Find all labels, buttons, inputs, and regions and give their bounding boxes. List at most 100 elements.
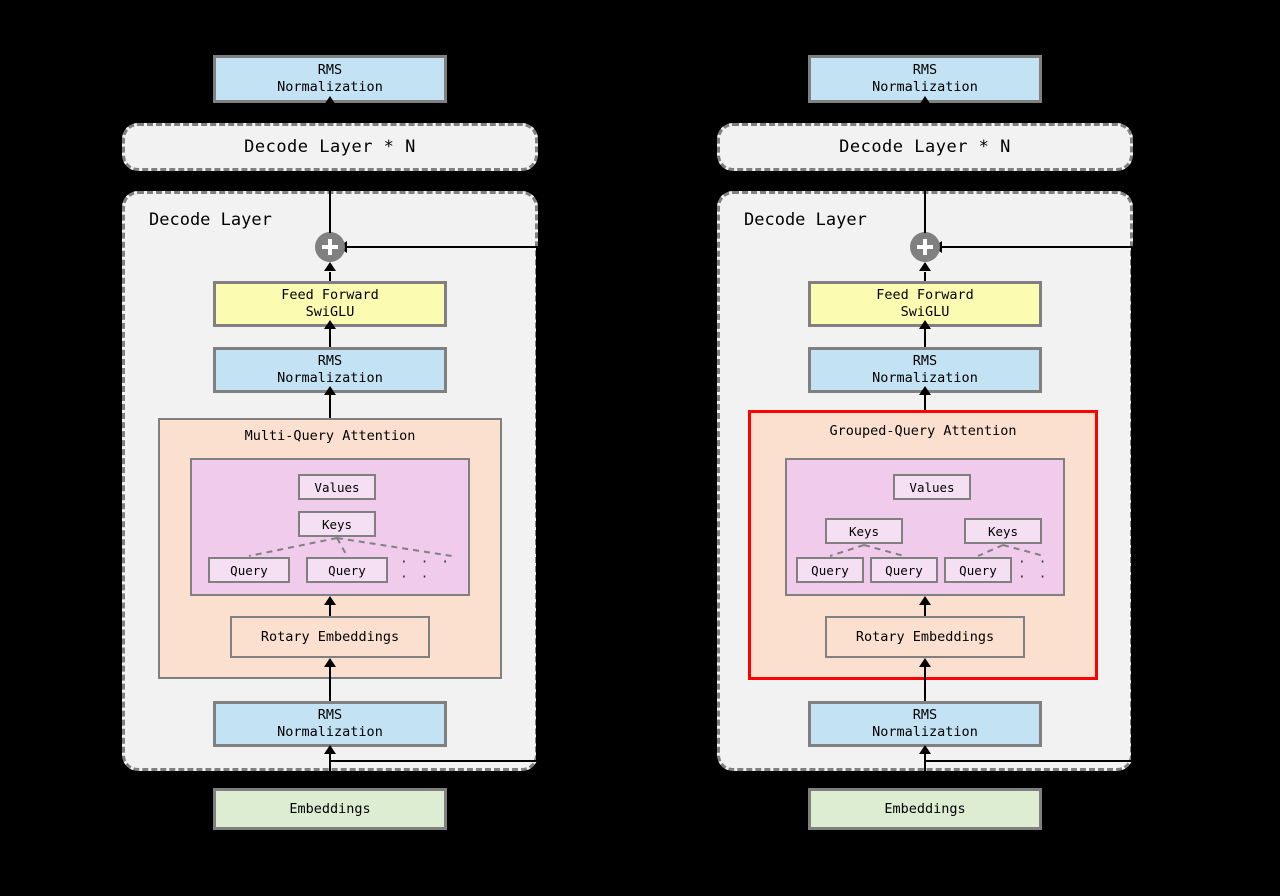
- connector-stack-to-top-norm: [924, 103, 926, 123]
- post-attention-rms-box: RMS Normalization: [808, 347, 1042, 393]
- arrowhead-prenorm: [919, 745, 931, 754]
- connector-plus-to-layer-top: [924, 191, 926, 233]
- connector-attn-to-norm: [329, 393, 331, 418]
- key-query-links: [248, 537, 453, 557]
- connector-norm-to-ffn: [924, 327, 926, 347]
- diagram-grouped-query-attention: RMS Normalization Decode Layer * N Decod…: [640, 0, 1280, 896]
- embeddings-label: Embeddings: [884, 800, 966, 817]
- query-label: Query: [811, 562, 849, 578]
- keys-box-1: Keys: [298, 511, 376, 537]
- pre-attention-rms-label: RMS Normalization: [872, 707, 978, 740]
- query-box-1: Query: [796, 557, 864, 583]
- values-label: Values: [314, 479, 360, 495]
- connector-attn-to-norm: [924, 393, 926, 418]
- post-attention-rms-label: RMS Normalization: [277, 353, 383, 386]
- pre-attention-rms-box: RMS Normalization: [213, 701, 447, 747]
- query-ellipsis: · · · ·: [1018, 555, 1049, 585]
- connector-plus-to-layer-top: [329, 191, 331, 233]
- arrowhead-embeddings-split: [324, 781, 336, 790]
- residual-top-segment: [940, 246, 1133, 248]
- pre-attention-rms-box: RMS Normalization: [808, 701, 1042, 747]
- residual-bottom-segment: [329, 760, 538, 762]
- decode-layer-label: Decode Layer: [149, 210, 272, 230]
- values-box: Values: [893, 474, 971, 500]
- arrowhead-plus: [919, 262, 931, 271]
- top-rms-normalization-box: RMS Normalization: [808, 55, 1042, 103]
- diagram-multi-query-attention: RMS Normalization Decode Layer * N Decod…: [122, 55, 538, 830]
- residual-add-node: [315, 232, 345, 262]
- attention-block-title: Multi-Query Attention: [244, 428, 416, 444]
- rotary-embeddings-label: Rotary Embeddings: [260, 629, 400, 645]
- arrowhead-qkv: [919, 596, 931, 605]
- top-rms-normalization-box: RMS Normalization: [213, 55, 447, 103]
- arrowhead-prenorm: [324, 745, 336, 754]
- attention-block-title: Grouped-Query Attention: [829, 423, 1017, 439]
- connector-norm-to-ffn: [329, 327, 331, 347]
- connector-norm-to-rotary: [329, 666, 331, 688]
- residual-right-segment: [1131, 246, 1133, 762]
- arrowhead-embeddings-split: [919, 781, 931, 790]
- rotary-embeddings-label: Rotary Embeddings: [855, 629, 995, 645]
- connector-ffn-to-plus: [329, 272, 331, 286]
- key-query-links: [829, 544, 1045, 557]
- embeddings-label: Embeddings: [289, 800, 371, 817]
- query-box-1: Query: [208, 557, 290, 583]
- feed-forward-label: Feed Forward SwiGLU: [876, 287, 974, 320]
- residual-bottom-segment: [924, 760, 1133, 762]
- keys-label: Keys: [321, 516, 353, 532]
- feed-forward-box: Feed Forward SwiGLU: [808, 281, 1042, 327]
- connector-ffn-to-plus: [924, 272, 926, 286]
- keys-box-2: Keys: [964, 518, 1042, 544]
- arrowhead-post-norm: [324, 386, 336, 395]
- residual-add-node: [910, 232, 940, 262]
- arrowhead-top-norm: [919, 96, 931, 105]
- arrowhead-rotary: [324, 658, 336, 667]
- residual-top-segment: [345, 246, 538, 248]
- arrowhead-ffn: [919, 320, 931, 329]
- values-box: Values: [298, 474, 376, 500]
- arrowhead-ffn: [324, 320, 336, 329]
- connector-layer-to-stack: [924, 171, 926, 191]
- post-attention-rms-label: RMS Normalization: [872, 353, 978, 386]
- post-attention-rms-box: RMS Normalization: [213, 347, 447, 393]
- arrowhead-plus: [324, 262, 336, 271]
- rotary-embeddings-box: Rotary Embeddings: [230, 616, 430, 658]
- arrowhead-rotary: [919, 658, 931, 667]
- keys-box-1: Keys: [825, 518, 903, 544]
- top-rms-normalization-label: RMS Normalization: [277, 62, 383, 95]
- decode-layer-stack-container: Decode Layer * N: [717, 123, 1133, 171]
- top-rms-normalization-label: RMS Normalization: [872, 62, 978, 95]
- connector-embeddings-to-prenorm: [924, 752, 926, 790]
- decode-layer-stack-label: Decode Layer * N: [244, 137, 416, 157]
- query-label: Query: [959, 562, 997, 578]
- query-box-2: Query: [306, 557, 388, 583]
- decode-layer-label: Decode Layer: [744, 210, 867, 230]
- connector-stack-to-top-norm: [329, 103, 331, 123]
- connector-prenorm-to-attn: [924, 680, 926, 701]
- rotary-embeddings-box: Rotary Embeddings: [825, 616, 1025, 658]
- query-box-2: Query: [870, 557, 938, 583]
- keys-label: Keys: [848, 523, 880, 539]
- decode-layer-stack-label: Decode Layer * N: [839, 137, 1011, 157]
- query-label: Query: [885, 562, 923, 578]
- embeddings-box: Embeddings: [213, 788, 447, 830]
- connector-prenorm-to-attn: [329, 679, 331, 701]
- query-box-3: Query: [944, 557, 1012, 583]
- query-ellipsis: · · · · ·: [400, 555, 452, 585]
- query-label: Query: [230, 562, 268, 578]
- connector-rotary-to-qkv: [924, 604, 926, 622]
- query-label: Query: [328, 562, 366, 578]
- connector-embeddings-to-prenorm: [329, 752, 331, 790]
- keys-label: Keys: [987, 523, 1019, 539]
- pre-attention-rms-label: RMS Normalization: [277, 707, 383, 740]
- connector-rotary-to-qkv: [329, 604, 331, 622]
- residual-right-segment: [536, 246, 538, 762]
- arrowhead-top-norm: [324, 96, 336, 105]
- decode-layer-stack-container: Decode Layer * N: [122, 123, 538, 171]
- embeddings-box: Embeddings: [808, 788, 1042, 830]
- connector-norm-to-rotary: [924, 666, 926, 688]
- feed-forward-label: Feed Forward SwiGLU: [281, 287, 379, 320]
- arrowhead-post-norm: [919, 386, 931, 395]
- connector-layer-to-stack: [329, 171, 331, 191]
